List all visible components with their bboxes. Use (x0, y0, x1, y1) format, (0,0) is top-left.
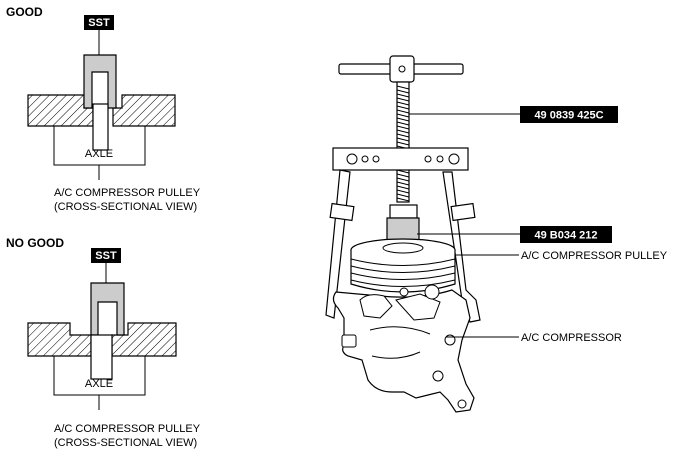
no-good-sst-tool (90, 282, 125, 336)
callout-puller: 49 0839 425C (409, 106, 618, 123)
puller-crossbar (332, 147, 469, 171)
puller-t-handle (338, 55, 464, 83)
good-pulley-section (27, 94, 176, 127)
compressor-label: A/C COMPRESSOR (521, 332, 622, 344)
adapter-part-number: 49 B034 212 (535, 230, 598, 242)
pulley-label: A/C COMPRESSOR PULLEY (521, 250, 668, 262)
good-axle-label: AXLE (85, 148, 113, 160)
no-good-caption-line2: (CROSS-SECTIONAL VIEW) (54, 437, 197, 449)
no-good-sst-label: SST (95, 250, 117, 262)
good-sst-tag: SST (84, 15, 114, 30)
callout-adapter: 49 B034 212 (417, 226, 612, 243)
good-sst-tool (83, 54, 117, 109)
no-good-sst-tag: SST (91, 248, 121, 263)
puller-assembly (325, 55, 481, 413)
no-good-axle-label: AXLE (85, 378, 113, 390)
good-caption-line2: (CROSS-SECTIONAL VIEW) (54, 201, 197, 213)
puller-screw (396, 81, 410, 203)
good-panel: GOOD SST AXLE A/C COMPRESSOR PULLEY (CRO… (6, 5, 201, 213)
good-caption-line1: A/C COMPRESSOR PULLEY (54, 187, 201, 199)
callout-compressor: A/C COMPRESSOR (446, 332, 622, 344)
no-good-axle (90, 334, 113, 380)
no-good-heading: NO GOOD (6, 236, 64, 250)
compressor-pulley (350, 238, 456, 293)
callout-pulley: A/C COMPRESSOR PULLEY (455, 250, 668, 262)
no-good-caption-line1: A/C COMPRESSOR PULLEY (54, 423, 201, 435)
puller-right-arm (442, 171, 481, 323)
puller-part-number: 49 0839 425C (534, 110, 603, 122)
good-sst-label: SST (88, 17, 110, 29)
good-heading: GOOD (6, 5, 43, 19)
no-good-panel: NO GOOD SST AXLE A/C COMPRESSOR PULLEY (… (6, 236, 201, 449)
puller-left-arm (325, 169, 355, 319)
good-axle (92, 103, 109, 151)
compressor-body (332, 284, 475, 413)
